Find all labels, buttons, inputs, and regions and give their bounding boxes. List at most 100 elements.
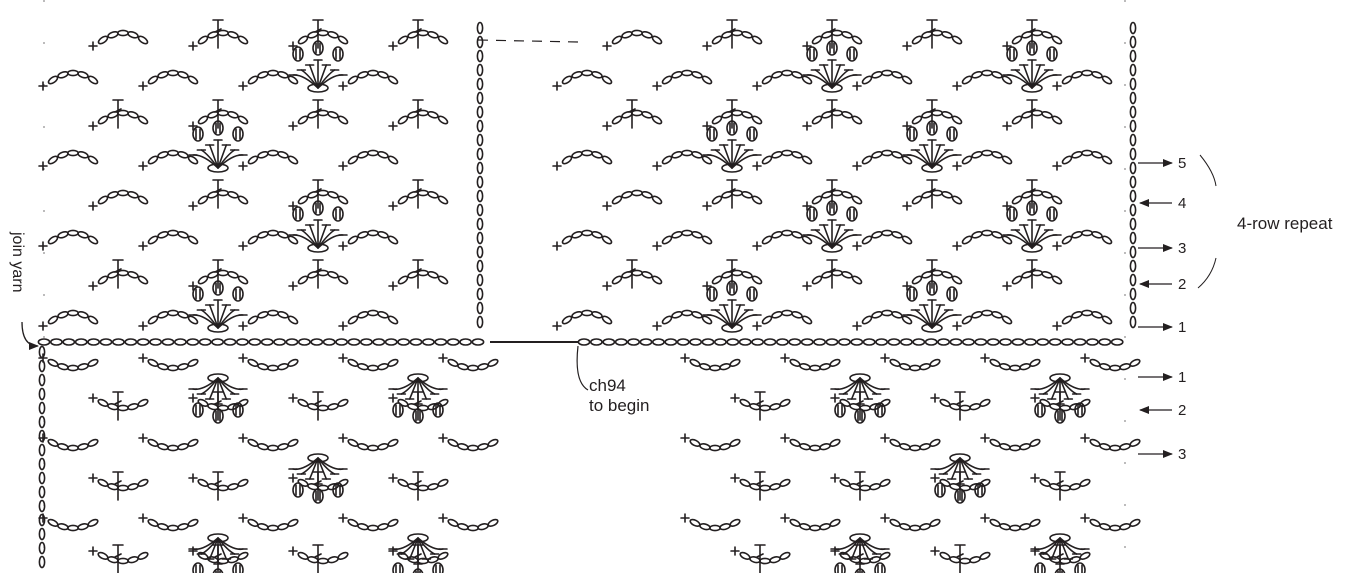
chain-stitch [769,483,780,491]
chain-stitch [1010,525,1020,530]
chain-stitch [1119,523,1130,531]
edge-chain [1130,317,1135,328]
chain-stitch [357,363,368,371]
chain-stitch [810,445,820,450]
chain-stitch [910,365,920,370]
chain-stitch [347,75,358,85]
chain-stitch [591,311,603,319]
foundation-chain-stitch [603,339,614,345]
single-crochet-symbol [981,514,989,522]
chain-stitch [68,230,78,235]
chain-stitch [107,403,118,411]
chain-stitch [197,478,209,487]
edge-chain [1130,205,1135,216]
chain-stitch [147,518,159,527]
chain-stitch [387,235,398,245]
edge-chain [1130,93,1135,104]
single-crochet-symbol [1031,474,1039,482]
single-crochet-symbol [239,354,247,362]
bobble-symbol [193,563,203,573]
single-crochet-symbol [189,394,197,402]
chain-stitch [97,115,108,125]
row-number-2: 2 [1178,277,1186,292]
chain-stitch [257,231,269,239]
edge-chain [477,51,482,62]
foundation-chain-stitch [237,339,248,345]
single-crochet-symbol [653,242,661,250]
chain-stitch [237,35,248,45]
chain-stitch [427,483,438,491]
chain-stitch [137,35,148,45]
chain-stitch [447,438,459,447]
chain-stitch [68,310,78,315]
chain-stitch [277,71,289,79]
chain-stitch [97,195,108,205]
chain-stitch [47,155,58,165]
chain-stitch [601,315,612,325]
bobble-symbol [393,563,403,573]
chain-stitch [1110,525,1120,530]
chain-stitch [729,358,741,367]
chain-stitch [960,485,970,490]
chain-stitch [611,275,622,285]
chain-stitch [851,275,862,285]
chain-stitch [751,35,762,45]
foundation-chain-stitch [138,339,149,345]
chain-stitch [307,403,318,411]
chain-stitch [397,478,409,487]
bobble-symbol [747,127,757,141]
foundation-chain-stitch [224,339,235,345]
chain-stitch [247,155,258,165]
chain-stitch [1039,551,1051,560]
single-crochet-symbol [439,354,447,362]
chain-stitch [297,195,308,205]
bobble-symbol [1007,47,1017,61]
chain-stitch [1001,235,1012,245]
chain-stitch [337,115,348,125]
chain-stitch [611,195,622,205]
edge-chain [477,317,482,328]
repeat-bracket-bottom [1198,258,1216,288]
chain-stitch [218,270,228,275]
chain-stitch [789,518,801,527]
single-crochet-symbol [753,82,761,90]
chain-stitch [318,405,328,410]
chain-stitch [277,523,288,531]
bobble-symbol [807,47,817,61]
chain-stitch [982,70,992,75]
chain-stitch [147,75,158,85]
foundation-chain-stitch [764,339,775,345]
single-crochet-symbol [653,82,661,90]
chain-stitch [377,443,388,451]
chain-stitch [247,235,258,245]
double-crochet-symbol [113,100,123,128]
single-crochet-symbol [653,322,661,330]
chain-stitch [810,365,820,370]
chain-stitch [487,358,499,367]
chain-stitch [711,35,722,45]
single-crochet-symbol [39,82,47,90]
chain-stitch [1071,151,1083,159]
chain-stitch [1011,35,1022,45]
chain-stitch [1019,443,1030,451]
chain-stitch [741,111,753,119]
chain-stitch [318,558,328,563]
chain-stitch [869,483,880,491]
single-crochet-symbol [953,162,961,170]
chain-stitch [651,35,662,45]
foundation-chain-stitch [200,339,211,345]
chain-stitch [761,235,772,245]
chain-stitch [789,358,801,367]
foundation-chain-stitch [1025,339,1036,345]
single-crochet-symbol [289,474,297,482]
single-crochet-symbol [339,434,347,442]
chain-stitch [651,115,662,125]
edge-chain [1130,289,1135,300]
chain-stitch [621,191,633,199]
edge-chain [39,347,44,358]
chain-stitch [691,311,703,319]
single-crochet-symbol [781,434,789,442]
chain-stitch [811,275,822,285]
chain-stitch [257,363,268,371]
single-crochet-symbol [853,322,861,330]
